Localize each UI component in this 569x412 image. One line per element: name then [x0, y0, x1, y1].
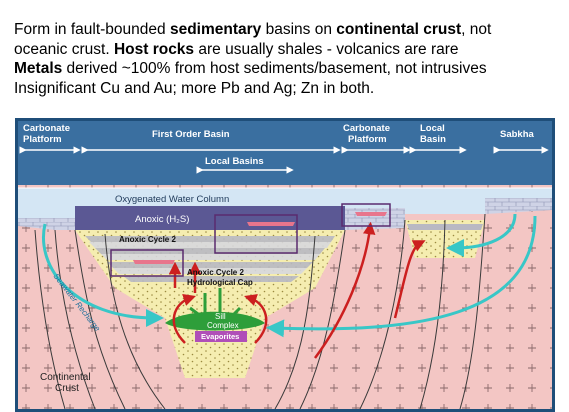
header-local-basins: Local Basins — [205, 156, 264, 167]
text-line-3: Metals derived ~100% from host sediments… — [14, 59, 564, 79]
text-run: Insignificant Cu and Au; more Pb and Ag;… — [14, 79, 375, 97]
label-oxygenated-water: Oxygenated Water Column — [115, 194, 229, 205]
label-hydrological-cap: Hydrological Cap — [187, 278, 253, 287]
label-evaporites: Evaporites — [201, 332, 239, 341]
text-run: oceanic crust. — [14, 40, 114, 58]
bullet-text: Form in fault-bounded sedimentary basins… — [14, 20, 564, 98]
fluid-arrow-main-1 — [172, 294, 196, 344]
ore-box-anoxic-cycle-left — [110, 249, 184, 277]
recharge-arrow-bottom — [266, 215, 537, 338]
bold-sedimentary: sedimentary — [169, 21, 262, 38]
text-run: , not — [461, 21, 492, 38]
text-run: Form in fault-bounded — [14, 21, 170, 38]
carbonate-platform-left — [18, 218, 75, 230]
evaporites-layer — [195, 331, 247, 342]
seawater-recharge-arrow-left — [42, 223, 164, 327]
text-line-1: Form in fault-bounded sedimentary basins… — [14, 20, 564, 40]
recharge-arrow-right — [446, 213, 517, 257]
text-line-2: oceanic crust. Host rocks are usually sh… — [14, 40, 564, 60]
bold-host-rocks: Host rocks — [113, 40, 195, 58]
header-local-basin-1: Local — [420, 123, 445, 134]
header-panel — [18, 121, 552, 185]
ore-box-carbonate-right — [341, 203, 391, 227]
header-local-basin-2: Basin — [420, 134, 446, 145]
ore-box-anoxic-center — [214, 214, 298, 254]
header-first-order-basin: First Order Basin — [152, 129, 230, 140]
fluid-arrow-local-basin — [393, 240, 426, 319]
bold-metals: Metals — [14, 60, 63, 77]
sedex-basin-diagram: Carbonate Platform First Order Basin Car… — [15, 118, 555, 412]
label-anoxic-cycle-2-lower: Anoxic Cycle 2 — [187, 268, 244, 277]
header-carbonate-platform-right-1: Carbonate — [343, 123, 390, 134]
label-continental: Continental — [40, 372, 91, 383]
sill-complex — [165, 311, 265, 331]
header-carbonate-platform-right-2: Platform — [348, 134, 387, 145]
text-line-4: Insignificant Cu and Au; more Pb and Ag;… — [14, 79, 564, 99]
sabkha-platform — [485, 198, 552, 214]
anoxic-layer — [75, 206, 345, 236]
header-carbonate-platform-left-1: Carbonate — [23, 123, 70, 134]
text-run: are usually shales - volcanics are rare — [194, 40, 459, 58]
text-run: basins on — [261, 21, 337, 38]
label-complex: Complex — [207, 321, 239, 330]
fluid-arrow-main-2 — [244, 294, 268, 344]
label-sill: Sill — [215, 312, 226, 321]
header-carbonate-platform-left-2: Platform — [23, 134, 62, 145]
label-anoxic-cycle-2-upper: Anoxic Cycle 2 — [119, 235, 176, 244]
label-crust: Crust — [55, 383, 79, 394]
text-run: derived ~100% from host sediments/baseme… — [62, 60, 487, 77]
header-sabkha: Sabkha — [500, 129, 535, 140]
fluid-arrow-right-fault — [313, 221, 376, 359]
label-anoxic-h2s: Anoxic (H₂S) — [135, 214, 189, 225]
bold-continental-crust: continental crust — [336, 21, 462, 38]
